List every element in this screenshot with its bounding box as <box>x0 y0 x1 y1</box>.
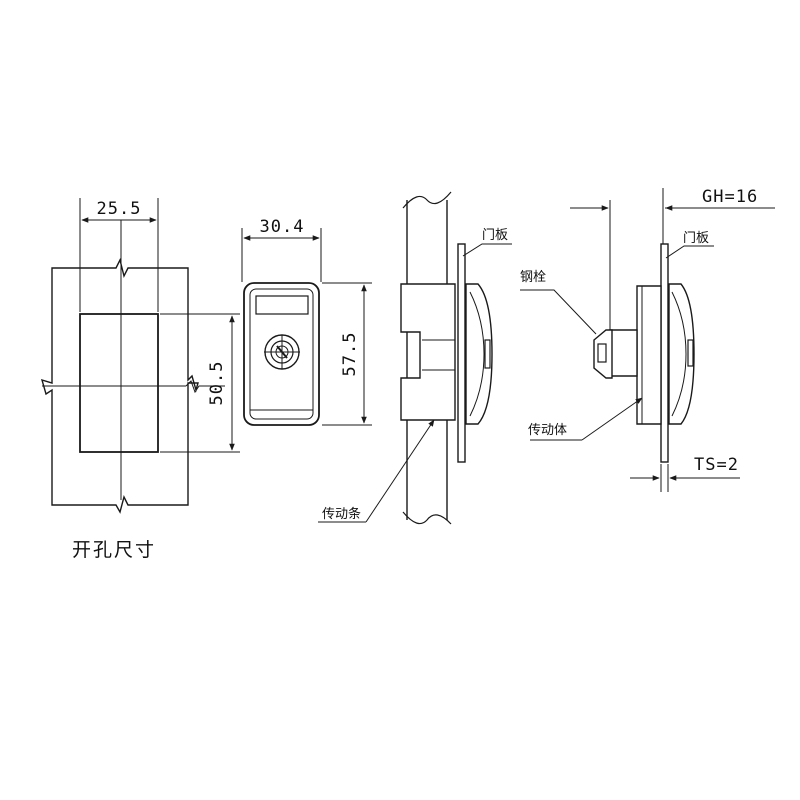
bolt-collar <box>609 329 638 377</box>
door-panel-2-leader <box>665 245 714 259</box>
door-panel-1 <box>457 243 466 463</box>
steel-bolt-label: 钢栓 <box>520 270 546 285</box>
cutout-break-line-h <box>42 380 225 394</box>
cutout-panel-outline <box>40 257 199 514</box>
side-view-1 <box>318 191 512 525</box>
cutout-width-dim: 25.5 <box>97 199 142 219</box>
door-panel-1-label: 门板 <box>482 228 508 243</box>
front-view <box>241 228 372 426</box>
ts-dim: TS=2 <box>694 455 739 475</box>
drive-bar-leader <box>365 419 435 523</box>
front-body-outer <box>243 282 320 426</box>
latch-head-1 <box>465 283 493 425</box>
front-window <box>255 295 309 315</box>
steel-bolt-icon <box>593 329 613 379</box>
gh-dim: GH=16 <box>702 187 758 207</box>
door-panel-2-label: 门板 <box>683 231 709 246</box>
drive-bar-label: 传动条 <box>322 506 361 522</box>
latch-body-2 <box>636 285 662 425</box>
cutout-height-dim: 50.5 <box>207 361 227 406</box>
cutout-rectangle <box>79 313 159 453</box>
cutout-caption: 开孔尺寸 <box>72 539 156 561</box>
door-panel-2 <box>660 243 669 463</box>
cutout-view <box>40 198 240 514</box>
latch-body-1 <box>400 283 456 421</box>
front-height-dim: 57.5 <box>340 332 360 377</box>
front-body-inner <box>249 288 314 420</box>
latch-head-2 <box>668 283 695 425</box>
steel-bolt-leader <box>520 289 597 335</box>
side-view-2 <box>520 188 775 492</box>
drive-body-label: 传动体 <box>528 423 567 438</box>
front-width-dim: 30.4 <box>260 217 305 237</box>
door-panel-1-leader <box>462 243 512 257</box>
